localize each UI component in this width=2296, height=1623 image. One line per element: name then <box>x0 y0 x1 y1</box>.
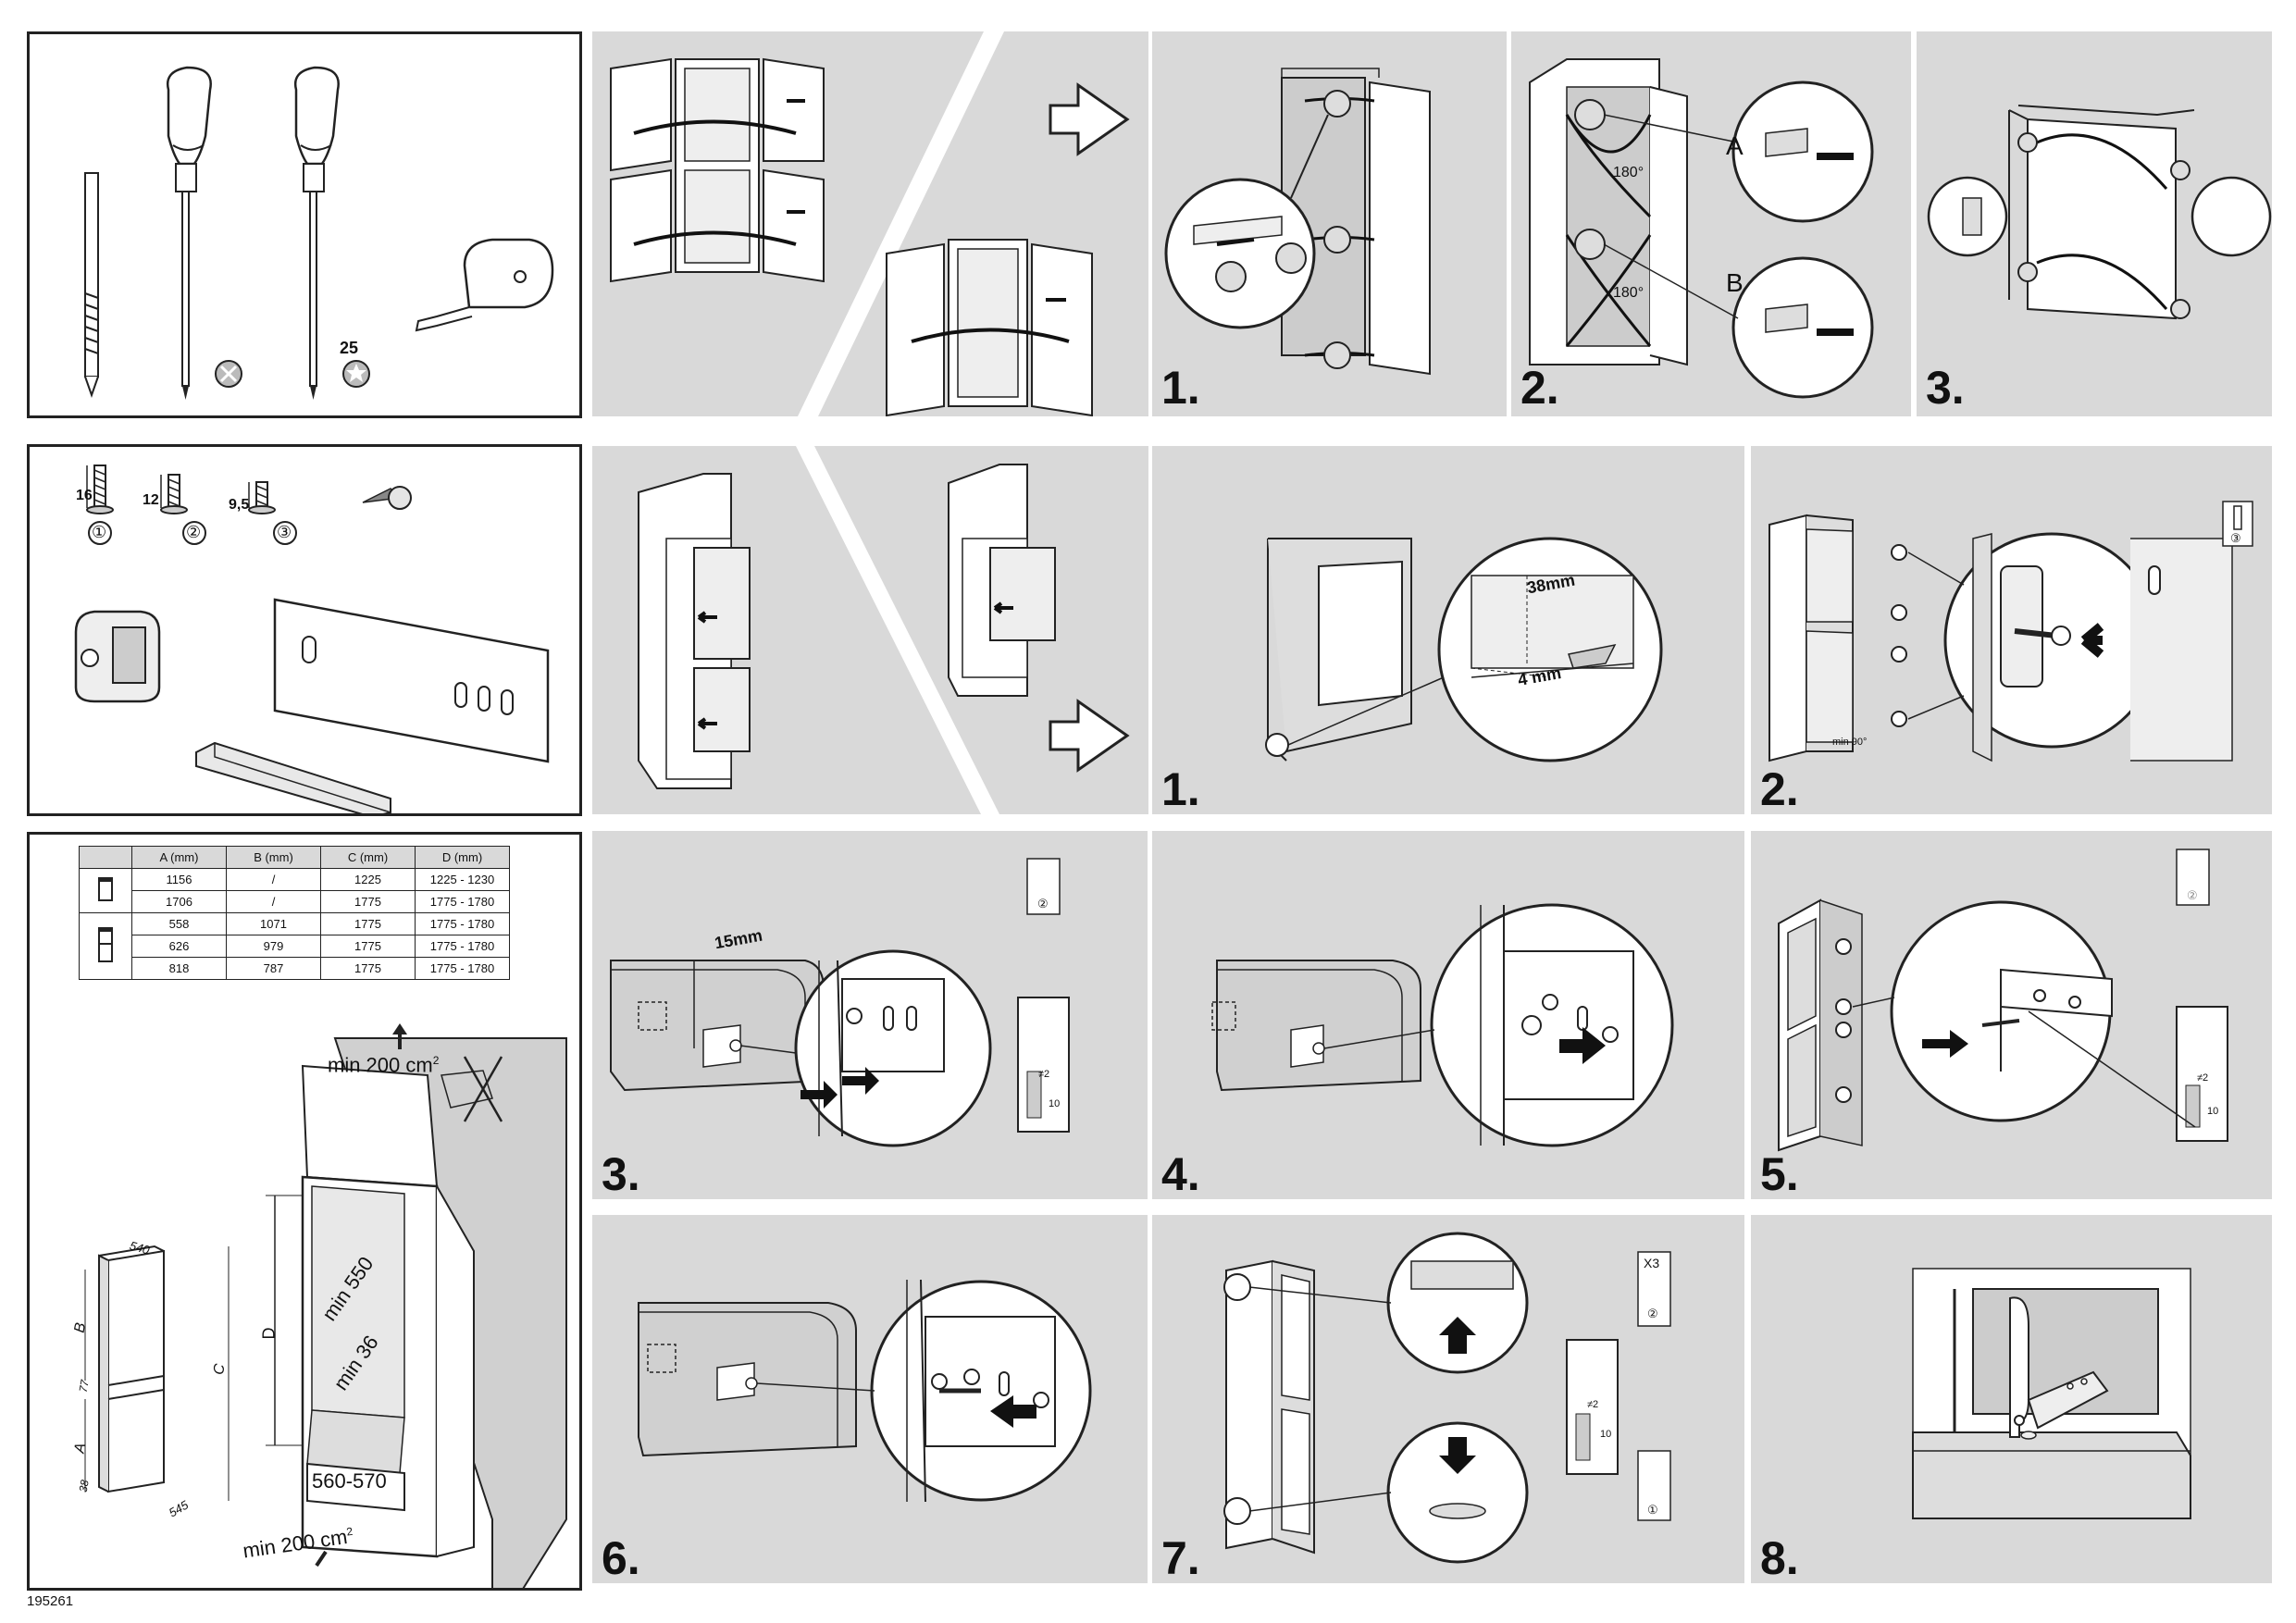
dim-38-label: 38 <box>76 1479 92 1493</box>
vent-top-label: min 200 cm2 <box>328 1053 440 1077</box>
combi-fridge-icon <box>79 912 132 980</box>
table-cell: 1775 - 1780 <box>415 957 510 980</box>
table-row: 626 979 1775 1775 - 1780 <box>80 935 510 958</box>
hinge-step-2-illustration <box>1529 58 1874 399</box>
dimensions-table: A (mm) B (mm) C (mm) D (mm) 1156 / 1225 … <box>79 846 510 980</box>
width-range-label: 560-570 <box>312 1469 387 1493</box>
parts-illustration <box>74 465 550 813</box>
depth-10-label: 10 <box>2207 1106 2219 1117</box>
angle-label-1: 180° <box>1613 165 1644 180</box>
step-number: 2. <box>1760 763 1799 814</box>
screw-2-length: 12 <box>143 492 159 508</box>
table-header: C (mm) <box>320 846 416 869</box>
door-step-5-illustration <box>1778 849 2228 1152</box>
hinge-step-3-illustration <box>1927 105 2272 320</box>
step-number: 1. <box>1161 362 1200 414</box>
depth-10-label: 10 <box>1049 1098 1061 1109</box>
table-cell: 1156 <box>131 868 227 891</box>
table-row: 1156 / 1225 1225 - 1230 <box>79 868 510 913</box>
step-number: 2. <box>1520 362 1559 414</box>
mount-step-2-illustration <box>1769 501 2253 762</box>
mount-step-1-panel: 38mm 4 mm 1. <box>1152 446 1744 814</box>
table-header: D (mm) <box>415 846 510 869</box>
dim-77-label: 77 <box>76 1379 92 1394</box>
hinge-step-1-panel: 1. <box>1152 31 1507 416</box>
table-cell: / <box>226 868 321 891</box>
detail-a-label: A <box>1726 131 1744 160</box>
mount-step-2-panel: min 90° ③ 2. <box>1751 446 2272 814</box>
step-number: 8. <box>1760 1532 1799 1583</box>
door-step-6-panel: 6. <box>592 1215 1148 1583</box>
table-cell: 979 <box>226 935 321 958</box>
tools-panel: 25 <box>27 31 582 418</box>
mount-intro-panel <box>592 446 1148 814</box>
screw-ref-2: ② <box>1647 1307 1658 1320</box>
table-row: 558 1071 1775 1775 - 1780 <box>79 912 510 980</box>
document-id: 195261 <box>27 1593 74 1609</box>
step-number: 7. <box>1161 1532 1200 1583</box>
door-step-8-illustration <box>1912 1268 2191 1519</box>
min-angle-label: min 90° <box>1832 737 1868 748</box>
mount-intro-illustration <box>592 446 1148 814</box>
screw-1-id: ① <box>92 523 107 541</box>
door-reversal-intro-illustration <box>592 31 1148 416</box>
screw-3-length: 9,5 <box>229 497 250 513</box>
door-step-4-illustration <box>1211 903 1674 1147</box>
door-step-6-illustration <box>638 1279 1092 1503</box>
table-cell: 1225 - 1230 <box>415 868 510 891</box>
parts-panel: 16 12 9,5 ① ② ③ <box>27 444 582 816</box>
step-number: 3. <box>602 1148 640 1199</box>
table-cell: 1775 - 1780 <box>415 912 510 935</box>
depth-10-label: 10 <box>1600 1429 1612 1440</box>
door-step-3-panel: 15mm ② ≠2 10 3. <box>592 831 1148 1199</box>
step-number: 4. <box>1161 1148 1200 1199</box>
screw-1-length: 16 <box>76 488 93 503</box>
gap-2-label: ≠2 <box>2197 1072 2209 1084</box>
door-step-7-panel: X3 ② ① ≠2 10 7. <box>1152 1215 1744 1583</box>
mount-step-1-illustration <box>1265 537 1663 762</box>
door-step-4-panel: 4. <box>1152 831 1744 1199</box>
door-step-5-panel: ② ≠2 10 5. <box>1751 831 2272 1199</box>
count-x3-label: X3 <box>1644 1256 1660 1270</box>
hinge-step-3-panel: 3. <box>1917 31 2272 416</box>
installation-drawing <box>84 1023 567 1588</box>
screw-2-id: ② <box>186 523 202 541</box>
door-step-7-illustration <box>1223 1232 1671 1564</box>
door-step-8-panel: 8. <box>1751 1215 2272 1583</box>
screw-3-id: ③ <box>277 523 292 541</box>
angle-label-2: 180° <box>1613 285 1644 301</box>
dimensions-panel: A (mm) B (mm) C (mm) D (mm) 1156 / 1225 … <box>27 832 582 1591</box>
door-reversal-intro-panel <box>592 31 1148 416</box>
step-number: 1. <box>1161 763 1200 814</box>
tools-illustration <box>84 66 554 400</box>
torx-size-label: 25 <box>340 339 359 357</box>
screw-ref-2: ② <box>1037 897 1049 911</box>
step-number: 3. <box>1926 362 1965 414</box>
table-header <box>79 846 132 869</box>
hinge-step-2-panel: 180° 180° A B 2. <box>1511 31 1911 416</box>
table-row: 818 787 1775 1775 - 1780 <box>80 957 510 980</box>
gap-2-label: ≠2 <box>1038 1069 1050 1080</box>
table-header: B (mm) <box>226 846 321 869</box>
gap-2-label: ≠2 <box>1587 1399 1599 1410</box>
table-cell: 787 <box>226 957 321 980</box>
step-number: 6. <box>602 1532 640 1583</box>
door-step-3-illustration <box>610 858 1070 1147</box>
step-number: 5. <box>1760 1148 1799 1199</box>
screw-ref-2-faded: ② <box>2187 888 2198 902</box>
table-cell: 818 <box>131 957 227 980</box>
detail-b-label: B <box>1726 268 1744 297</box>
table-header-row: A (mm) B (mm) C (mm) D (mm) <box>79 846 510 869</box>
hinge-step-1-illustration <box>1164 68 1431 376</box>
screw-ref-3: ③ <box>2230 531 2241 545</box>
screw-ref-1: ① <box>1647 1503 1658 1517</box>
dim-d-label: D <box>259 1327 279 1340</box>
table-header: A (mm) <box>131 846 227 869</box>
table-cell: 1775 <box>320 957 416 980</box>
